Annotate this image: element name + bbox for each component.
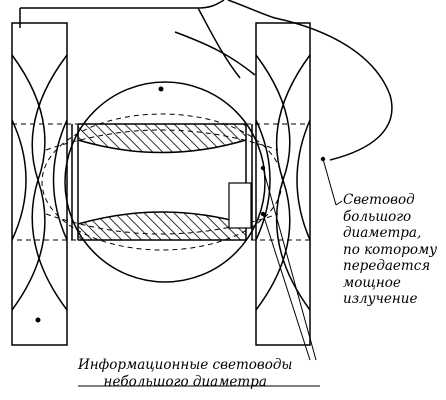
right-plate-lens	[255, 119, 311, 241]
dashed-ring	[41, 113, 283, 251]
small-fibers-label-line: небольшого диаметра	[103, 373, 267, 390]
leader-small-2	[262, 213, 311, 361]
small-fibers-label: Информационные световоды небольшого диам…	[78, 357, 292, 390]
dashed-arcs	[45, 129, 279, 235]
large-fiber-label-line: излучение	[343, 291, 418, 307]
right-plate	[255, 22, 311, 346]
leader-small-1	[262, 167, 317, 361]
right-plate-twist	[255, 54, 311, 311]
large-fiber-label-line: передается	[343, 258, 431, 274]
hatch-bottom	[77, 211, 247, 241]
info-fiber-box	[228, 182, 252, 229]
large-fiber-label-line: по которому	[343, 241, 438, 258]
central-fiber	[71, 123, 253, 241]
sphere	[64, 81, 266, 283]
large-fiber-label: Световод большого диаметра, по которому …	[343, 192, 437, 308]
large-fiber-outline	[19, 0, 393, 161]
leader-large-fiber	[322, 158, 343, 206]
large-fiber-label-line: Световод	[343, 192, 415, 208]
large-fiber-label-line: большого	[343, 208, 412, 225]
dot-sphere-top	[158, 86, 164, 92]
dot-left-plate	[35, 317, 41, 323]
large-fiber-label-line: мощное	[343, 274, 401, 291]
large-fiber-label-line: диаметра,	[343, 225, 422, 241]
dashed-frame	[11, 123, 311, 241]
left-plate-twist	[11, 54, 68, 311]
small-fibers-label-line: Информационные световоды	[78, 357, 293, 373]
left-plate-lens	[11, 119, 68, 241]
hatch-top	[77, 123, 247, 153]
